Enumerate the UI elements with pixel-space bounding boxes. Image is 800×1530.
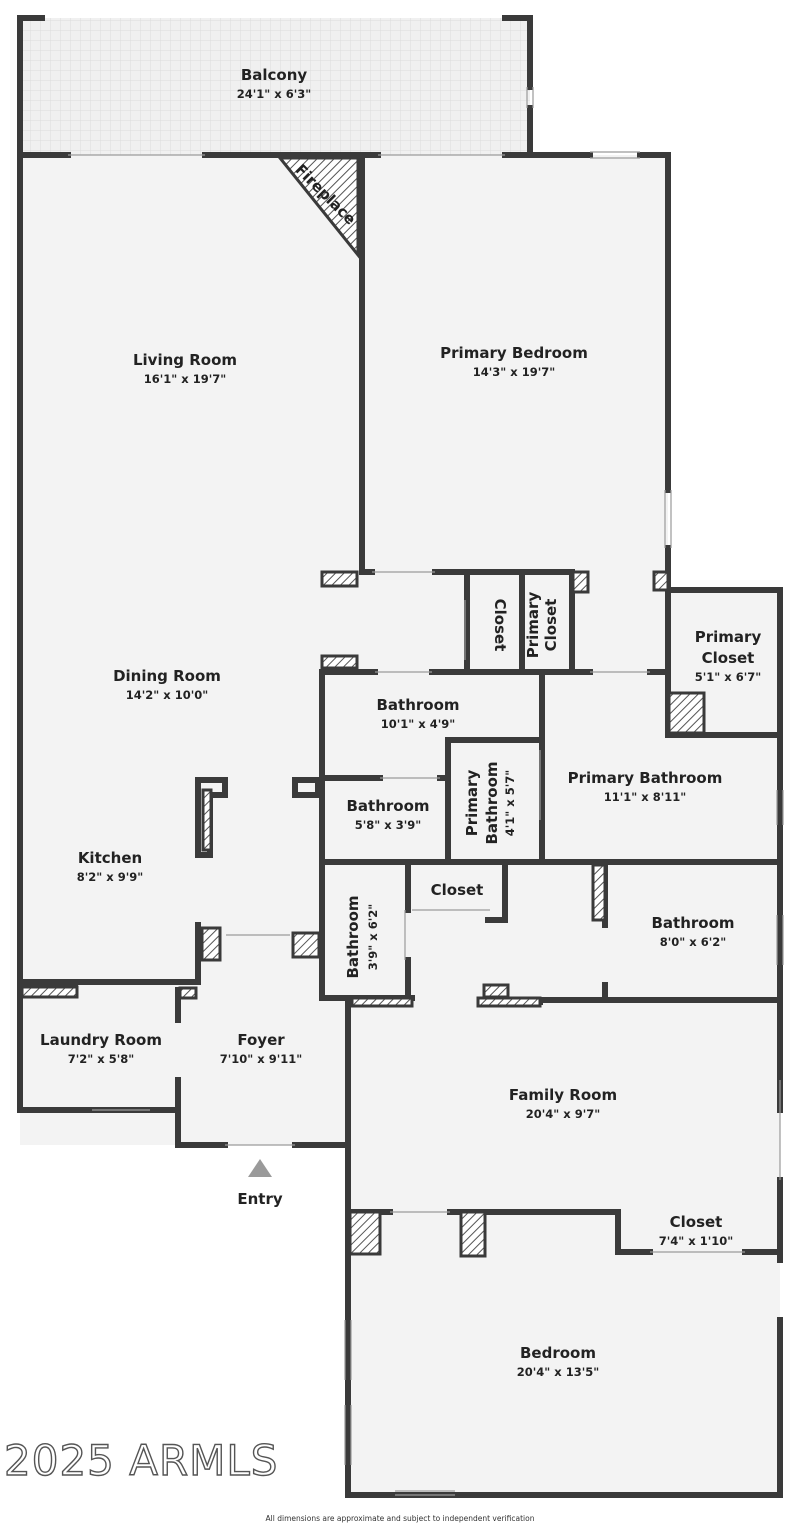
kitchen-dim: 8'2" x 9'9": [77, 870, 143, 884]
closet-hall-name: Closet: [491, 599, 509, 652]
family-room-dim: 20'4" x 9'7": [526, 1107, 600, 1121]
watermark: 2025 ARMLS: [3, 1435, 279, 1485]
primary-closet-small-line1: Primary: [524, 592, 542, 659]
primary-closet-line1: Primary: [695, 628, 762, 646]
primary-closet-small-line2: Closet: [542, 599, 560, 652]
bathroom-upper-dim: 10'1" x 4'9": [381, 717, 455, 731]
closet-bedroom-dim: 7'4" x 1'10": [659, 1234, 733, 1248]
primary-bathroom-dim: 11'1" x 8'11": [604, 790, 686, 804]
closet-bedroom-name: Closet: [670, 1213, 723, 1231]
entry-arrow-icon: [248, 1159, 272, 1177]
bedroom-dim: 20'4" x 13'5": [517, 1365, 599, 1379]
balcony-dim: 24'1" x 6'3": [237, 87, 311, 101]
primary-bathroom-small-line2: Bathroom: [483, 761, 501, 844]
bathroom-upper-name: Bathroom: [376, 696, 459, 714]
primary-bedroom-dim: 14'3" x 19'7": [473, 365, 555, 379]
disclaimer: All dimensions are approximate and subje…: [265, 1514, 535, 1523]
primary-bathroom-small-line1: Primary: [463, 770, 481, 837]
laundry-room-name: Laundry Room: [40, 1031, 162, 1049]
primary-closet-line2: Closet: [702, 649, 755, 667]
bathroom-small-name: Bathroom: [346, 797, 429, 815]
foyer-name: Foyer: [237, 1031, 285, 1049]
dining-room-dim: 14'2" x 10'0": [126, 688, 208, 702]
fireplace-block: [276, 156, 360, 260]
living-room-name: Living Room: [133, 351, 237, 369]
balcony-floor: [20, 18, 530, 155]
primary-bathroom-small-dim: 4'1" x 5'7": [503, 770, 517, 836]
entry-label: Entry: [237, 1190, 282, 1208]
balcony-name: Balcony: [241, 66, 308, 84]
bathroom-vertical-dim: 3'9" x 6'2": [366, 904, 380, 970]
windows: [68, 87, 784, 1496]
bathroom-vertical-name: Bathroom: [344, 895, 362, 978]
bathroom-right-name: Bathroom: [651, 914, 734, 932]
room-labels: Balcony 24'1" x 6'3" Living Room 16'1" x…: [40, 66, 761, 1379]
laundry-room-dim: 7'2" x 5'8": [68, 1052, 134, 1066]
walls: [17, 15, 783, 1498]
bedroom-name: Bedroom: [520, 1344, 596, 1362]
primary-closet-dim: 5'1" x 6'7": [695, 670, 761, 684]
dining-room-name: Dining Room: [113, 667, 221, 685]
foyer-dim: 7'10" x 9'11": [220, 1052, 302, 1066]
floor-fill: [20, 155, 780, 1495]
closet-mid-name: Closet: [431, 881, 484, 899]
living-room-dim: 16'1" x 19'7": [144, 372, 226, 386]
primary-bedroom-name: Primary Bedroom: [440, 344, 588, 362]
family-room-name: Family Room: [509, 1086, 617, 1104]
hatched-blocks: [20, 156, 706, 1258]
bathroom-small-dim: 5'8" x 3'9": [355, 818, 421, 832]
bathroom-right-dim: 8'0" x 6'2": [660, 935, 726, 949]
primary-bathroom-name: Primary Bathroom: [568, 769, 723, 787]
kitchen-name: Kitchen: [78, 849, 142, 867]
